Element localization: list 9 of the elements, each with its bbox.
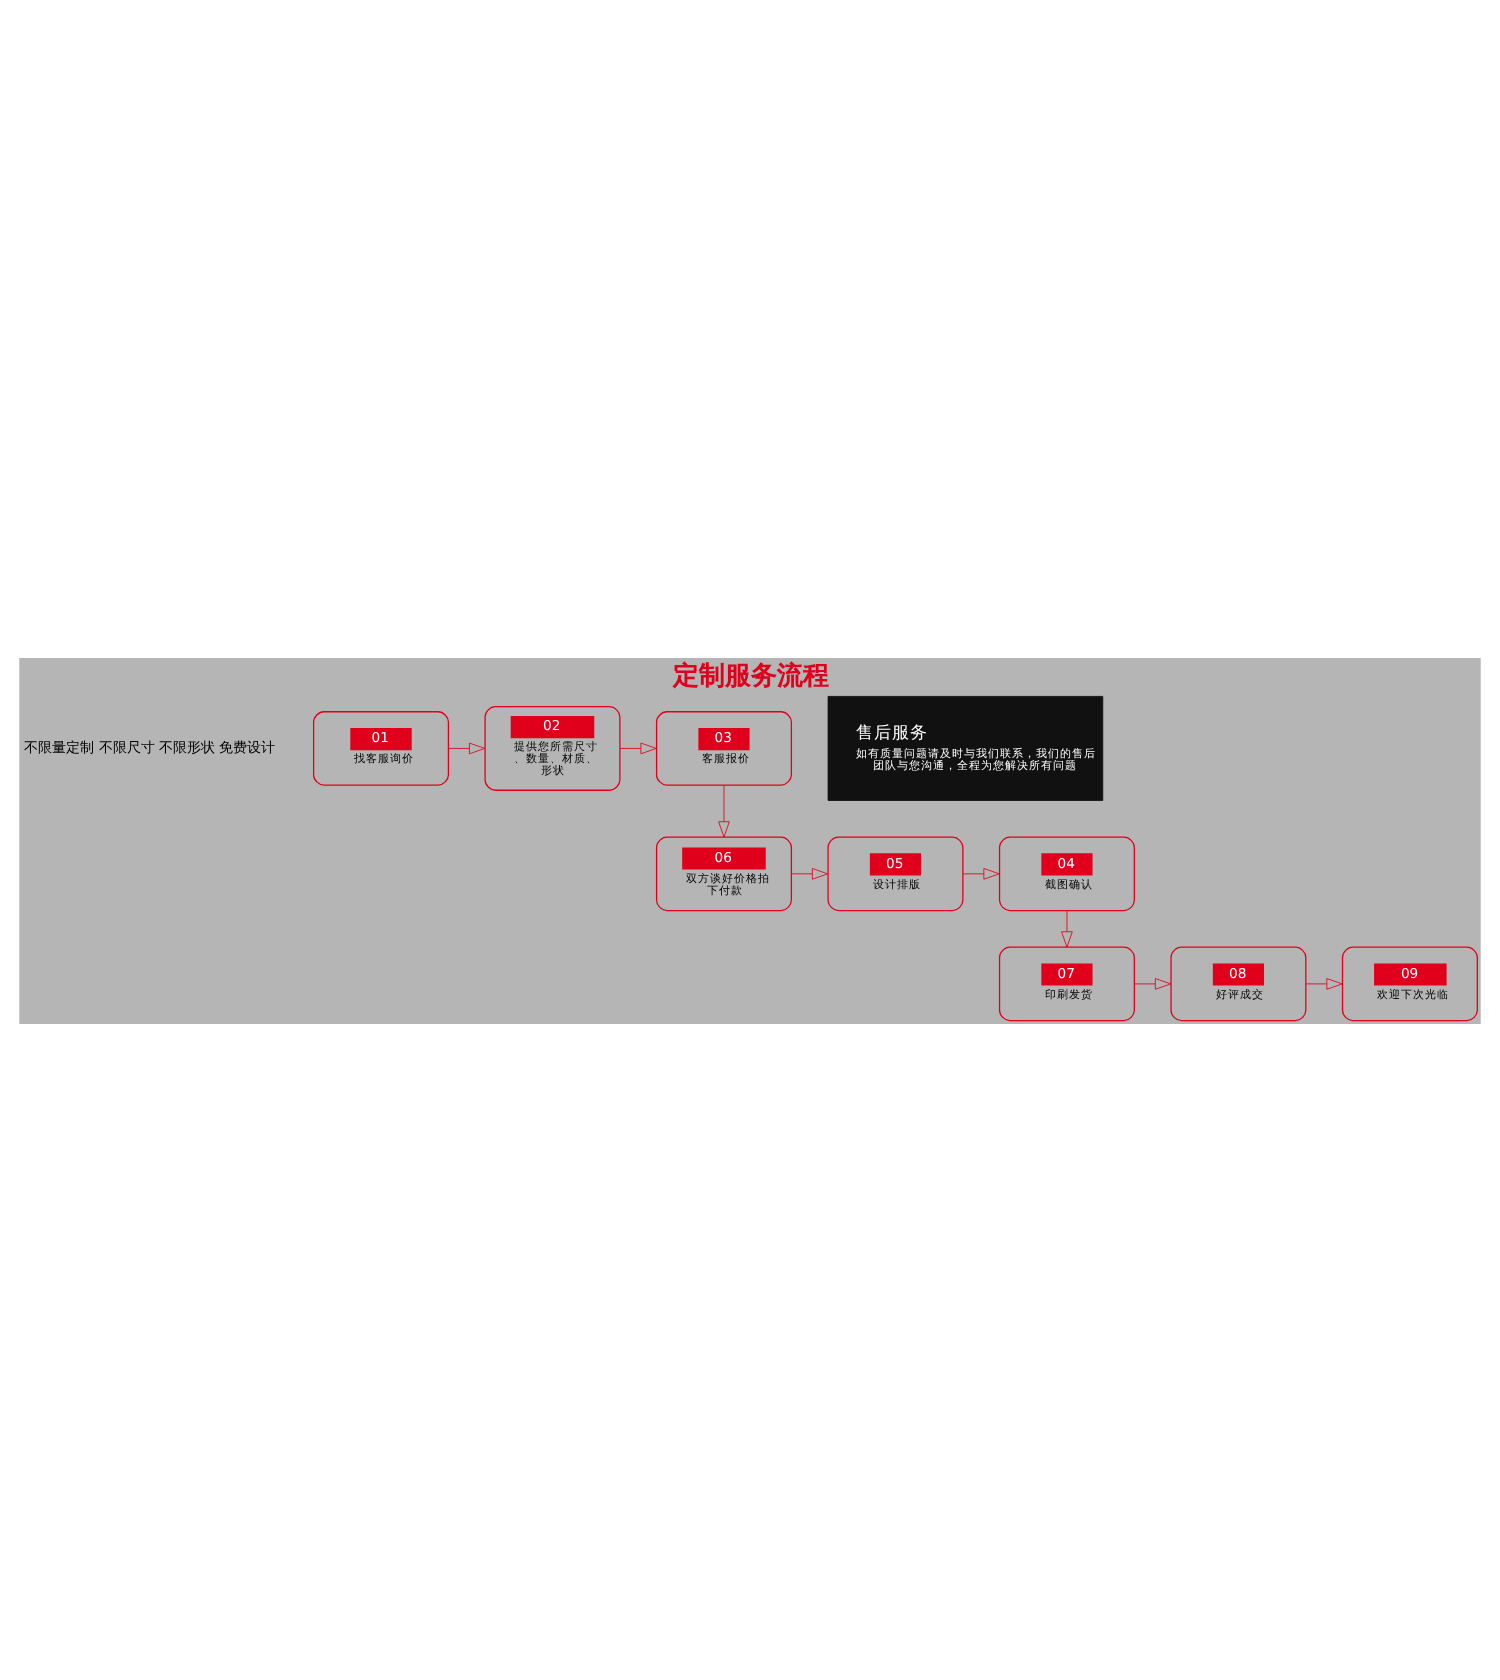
- arrow: [1061, 909, 1073, 947]
- arrow: [1305, 977, 1343, 989]
- arrow: [718, 783, 730, 837]
- arrow: [791, 867, 829, 879]
- arrow: [448, 741, 486, 754]
- arrow: [962, 867, 1000, 879]
- diagram-title: 定制服务流程: [672, 661, 829, 692]
- arrow: [1134, 977, 1172, 989]
- arrow: [619, 741, 657, 754]
